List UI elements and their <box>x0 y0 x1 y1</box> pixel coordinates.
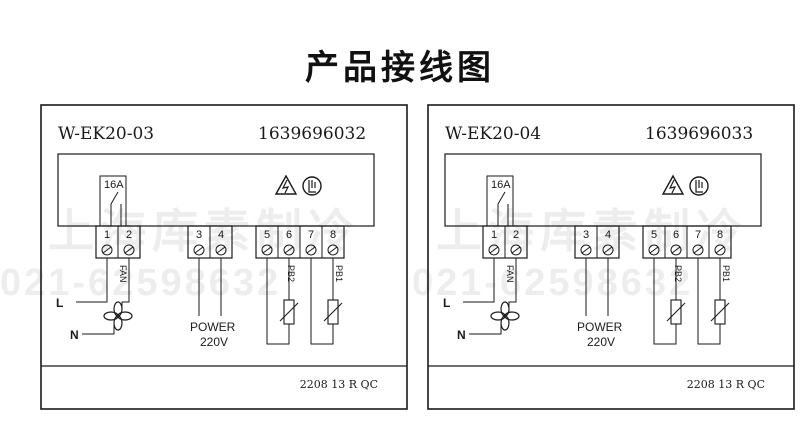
terminal-block-3-4 <box>574 225 620 259</box>
terminal-number: 1 <box>490 229 498 241</box>
panel-border <box>40 104 408 410</box>
terminal-number: 5 <box>650 229 658 241</box>
probe1-label: PB1 <box>334 265 344 283</box>
relay-rating: 16A <box>491 179 511 191</box>
model-number: W-EK20-04 <box>445 124 542 144</box>
voltage-label: 220V <box>587 335 616 349</box>
relay-rating: 16A <box>104 179 124 191</box>
probe1-label: PB1 <box>721 265 731 283</box>
power-label: POWER <box>577 320 623 334</box>
panel-drawing <box>40 104 408 410</box>
hand-icon <box>302 176 322 196</box>
terminal-block-1-2 <box>95 225 141 259</box>
terminal-number: 4 <box>217 229 225 241</box>
resistor-icon <box>279 299 343 325</box>
line-label: L <box>56 296 64 310</box>
terminal-number: 6 <box>672 229 680 241</box>
wiring-panel-right: W-EK20-04 1639696033 16A 1 2 3 4 5 6 7 8… <box>427 104 795 410</box>
neutral-label: N <box>70 328 79 342</box>
relay-contact <box>497 191 506 205</box>
terminal-block-3-4 <box>187 225 233 259</box>
fan-icon <box>490 301 520 331</box>
terminal-number: 1 <box>103 229 111 241</box>
fan-icon <box>103 301 133 331</box>
terminal-block-5-8 <box>642 225 732 259</box>
voltage-label: 220V <box>200 335 229 349</box>
resistor-icon <box>666 299 730 325</box>
terminal-number: 7 <box>694 229 702 241</box>
panel-border <box>427 104 795 410</box>
model-number: W-EK20-03 <box>58 124 155 144</box>
serial-number: 1639696032 <box>258 124 367 144</box>
terminal-number: 3 <box>582 229 590 241</box>
probe2-label: PB2 <box>673 265 683 283</box>
qc-code: 2208 13 R QC <box>686 378 765 391</box>
warning-icon <box>661 174 685 195</box>
probe2-label: PB2 <box>286 265 296 283</box>
terminal-number: 8 <box>329 229 337 241</box>
terminal-number: 8 <box>716 229 724 241</box>
power-label: POWER <box>190 320 236 334</box>
terminal-block-1-2 <box>482 225 528 259</box>
neutral-label: N <box>457 328 466 342</box>
hand-icon <box>689 176 709 196</box>
terminal-number: 5 <box>263 229 271 241</box>
fan-label: FAN <box>118 265 128 283</box>
terminal-number: 2 <box>512 229 520 241</box>
terminal-number: 7 <box>307 229 315 241</box>
qc-code: 2208 13 R QC <box>299 378 378 391</box>
terminal-block-5-8 <box>255 225 345 259</box>
terminal-number: 2 <box>125 229 133 241</box>
warning-icon <box>274 174 298 195</box>
terminal-number: 6 <box>285 229 293 241</box>
serial-number: 1639696033 <box>645 124 754 144</box>
relay-contact <box>110 191 119 205</box>
panel-drawing <box>427 104 795 410</box>
fan-label: FAN <box>505 265 515 283</box>
terminal-number: 3 <box>195 229 203 241</box>
terminal-number: 4 <box>604 229 612 241</box>
line-label: L <box>443 296 451 310</box>
wiring-panel-left: W-EK20-03 1639696032 16A 1 2 3 4 5 6 7 8… <box>40 104 408 410</box>
page-title: 产品接线图 <box>305 48 495 88</box>
